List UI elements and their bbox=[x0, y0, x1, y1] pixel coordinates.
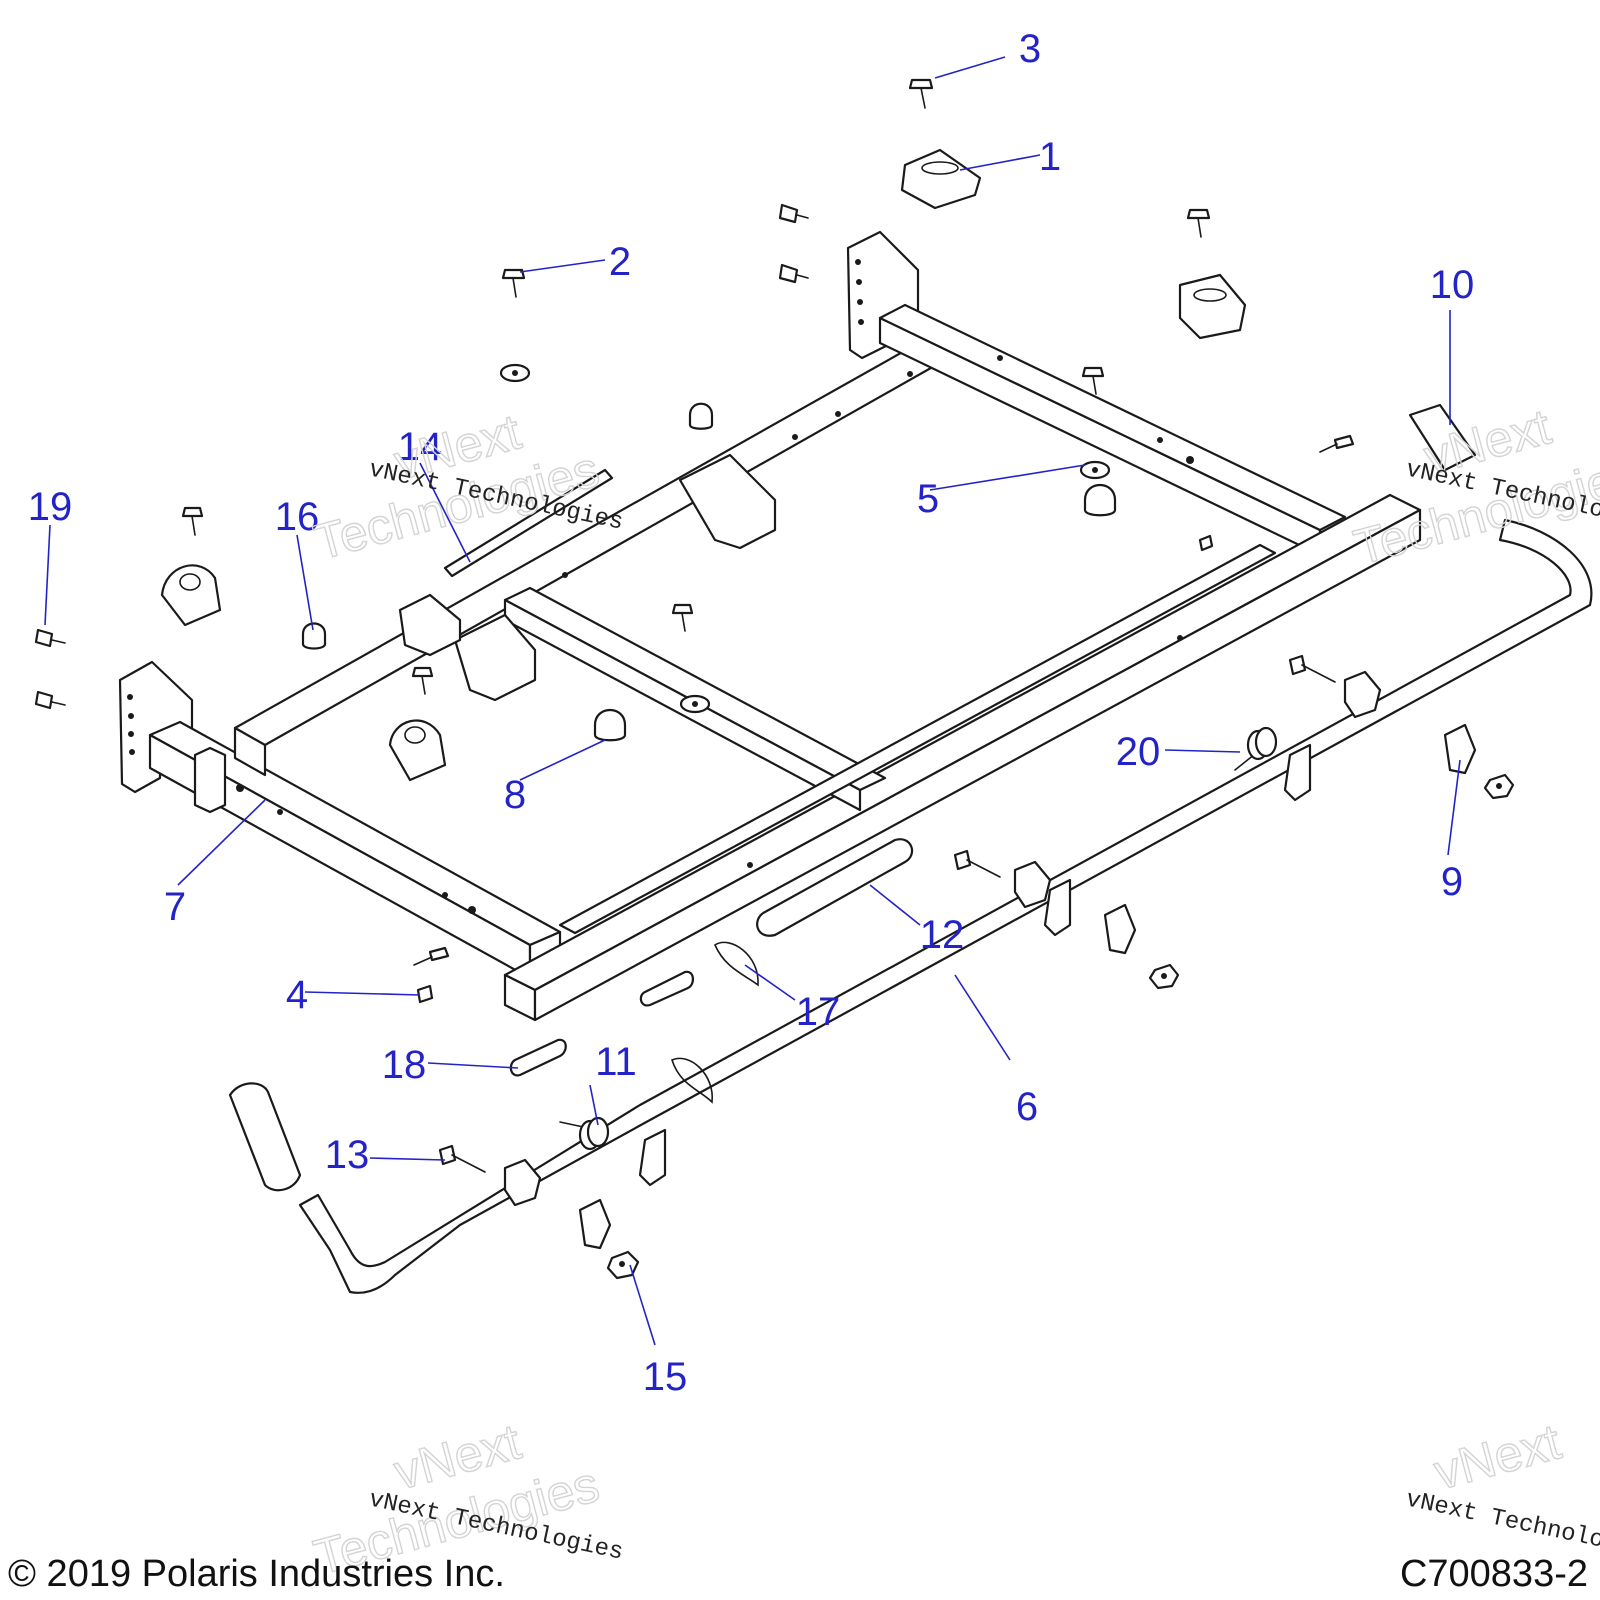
washer-set bbox=[301, 363, 1214, 1004]
callout-20: 20 bbox=[1116, 730, 1161, 774]
grip-top bbox=[1408, 403, 1477, 472]
rod bbox=[443, 468, 614, 578]
tie-down-plate-2 bbox=[1178, 273, 1247, 340]
callout-7: 7 bbox=[164, 885, 186, 929]
callout-18: 18 bbox=[382, 1043, 427, 1087]
spring-1 bbox=[559, 1116, 610, 1151]
callout-6: 6 bbox=[1016, 1085, 1038, 1129]
watermark-vnext: vNext bbox=[1428, 1413, 1566, 1500]
callout-15: 15 bbox=[643, 1355, 688, 1399]
callout-19: 19 bbox=[28, 485, 73, 529]
main-frame bbox=[118, 230, 1422, 1022]
clamp-set bbox=[503, 670, 1477, 1250]
callout-3: 3 bbox=[1019, 27, 1041, 71]
callout-2: 2 bbox=[609, 240, 631, 284]
spring-2 bbox=[1234, 726, 1278, 771]
drawing-id: C700833-2 bbox=[1399, 1553, 1588, 1595]
bar-assembly bbox=[298, 518, 1593, 1294]
nut-set bbox=[606, 773, 1515, 1280]
callout-labels: 1 2 3 4 5 6 7 8 9 10 11 12 13 14 15 16 1… bbox=[28, 27, 1475, 1399]
tie-down-loop-1 bbox=[160, 564, 222, 627]
callout-12: 12 bbox=[920, 913, 965, 957]
callout-13: 13 bbox=[325, 1133, 370, 1177]
callout-9: 9 bbox=[1441, 860, 1463, 904]
tie-down-plate-1 bbox=[900, 148, 982, 210]
callout-14: 14 bbox=[398, 425, 443, 469]
grip-bottom bbox=[228, 1082, 302, 1192]
callout-5: 5 bbox=[917, 477, 939, 521]
tie-down-loop-2 bbox=[388, 719, 447, 782]
callout-17: 17 bbox=[796, 990, 841, 1034]
callout-4: 4 bbox=[286, 973, 308, 1017]
callout-11: 11 bbox=[595, 1040, 637, 1084]
callout-leaders bbox=[44, 56, 1461, 1346]
clip-1 bbox=[713, 941, 759, 987]
callout-16: 16 bbox=[275, 495, 320, 539]
watermark-group: vNext Technologies vNext Technologies vN… bbox=[308, 398, 1600, 1587]
callout-8: 8 bbox=[504, 773, 526, 817]
callout-1: 1 bbox=[1039, 135, 1061, 179]
bolt-set bbox=[438, 654, 1336, 1173]
copyright-notice: © 2019 Polaris Industries Inc. bbox=[8, 1553, 505, 1595]
screw-set bbox=[34, 78, 1355, 966]
clip-2 bbox=[671, 1057, 713, 1104]
callout-10: 10 bbox=[1430, 263, 1475, 307]
pin-1 bbox=[639, 970, 694, 1007]
pin-2 bbox=[509, 1038, 567, 1077]
cylinder bbox=[756, 838, 914, 937]
